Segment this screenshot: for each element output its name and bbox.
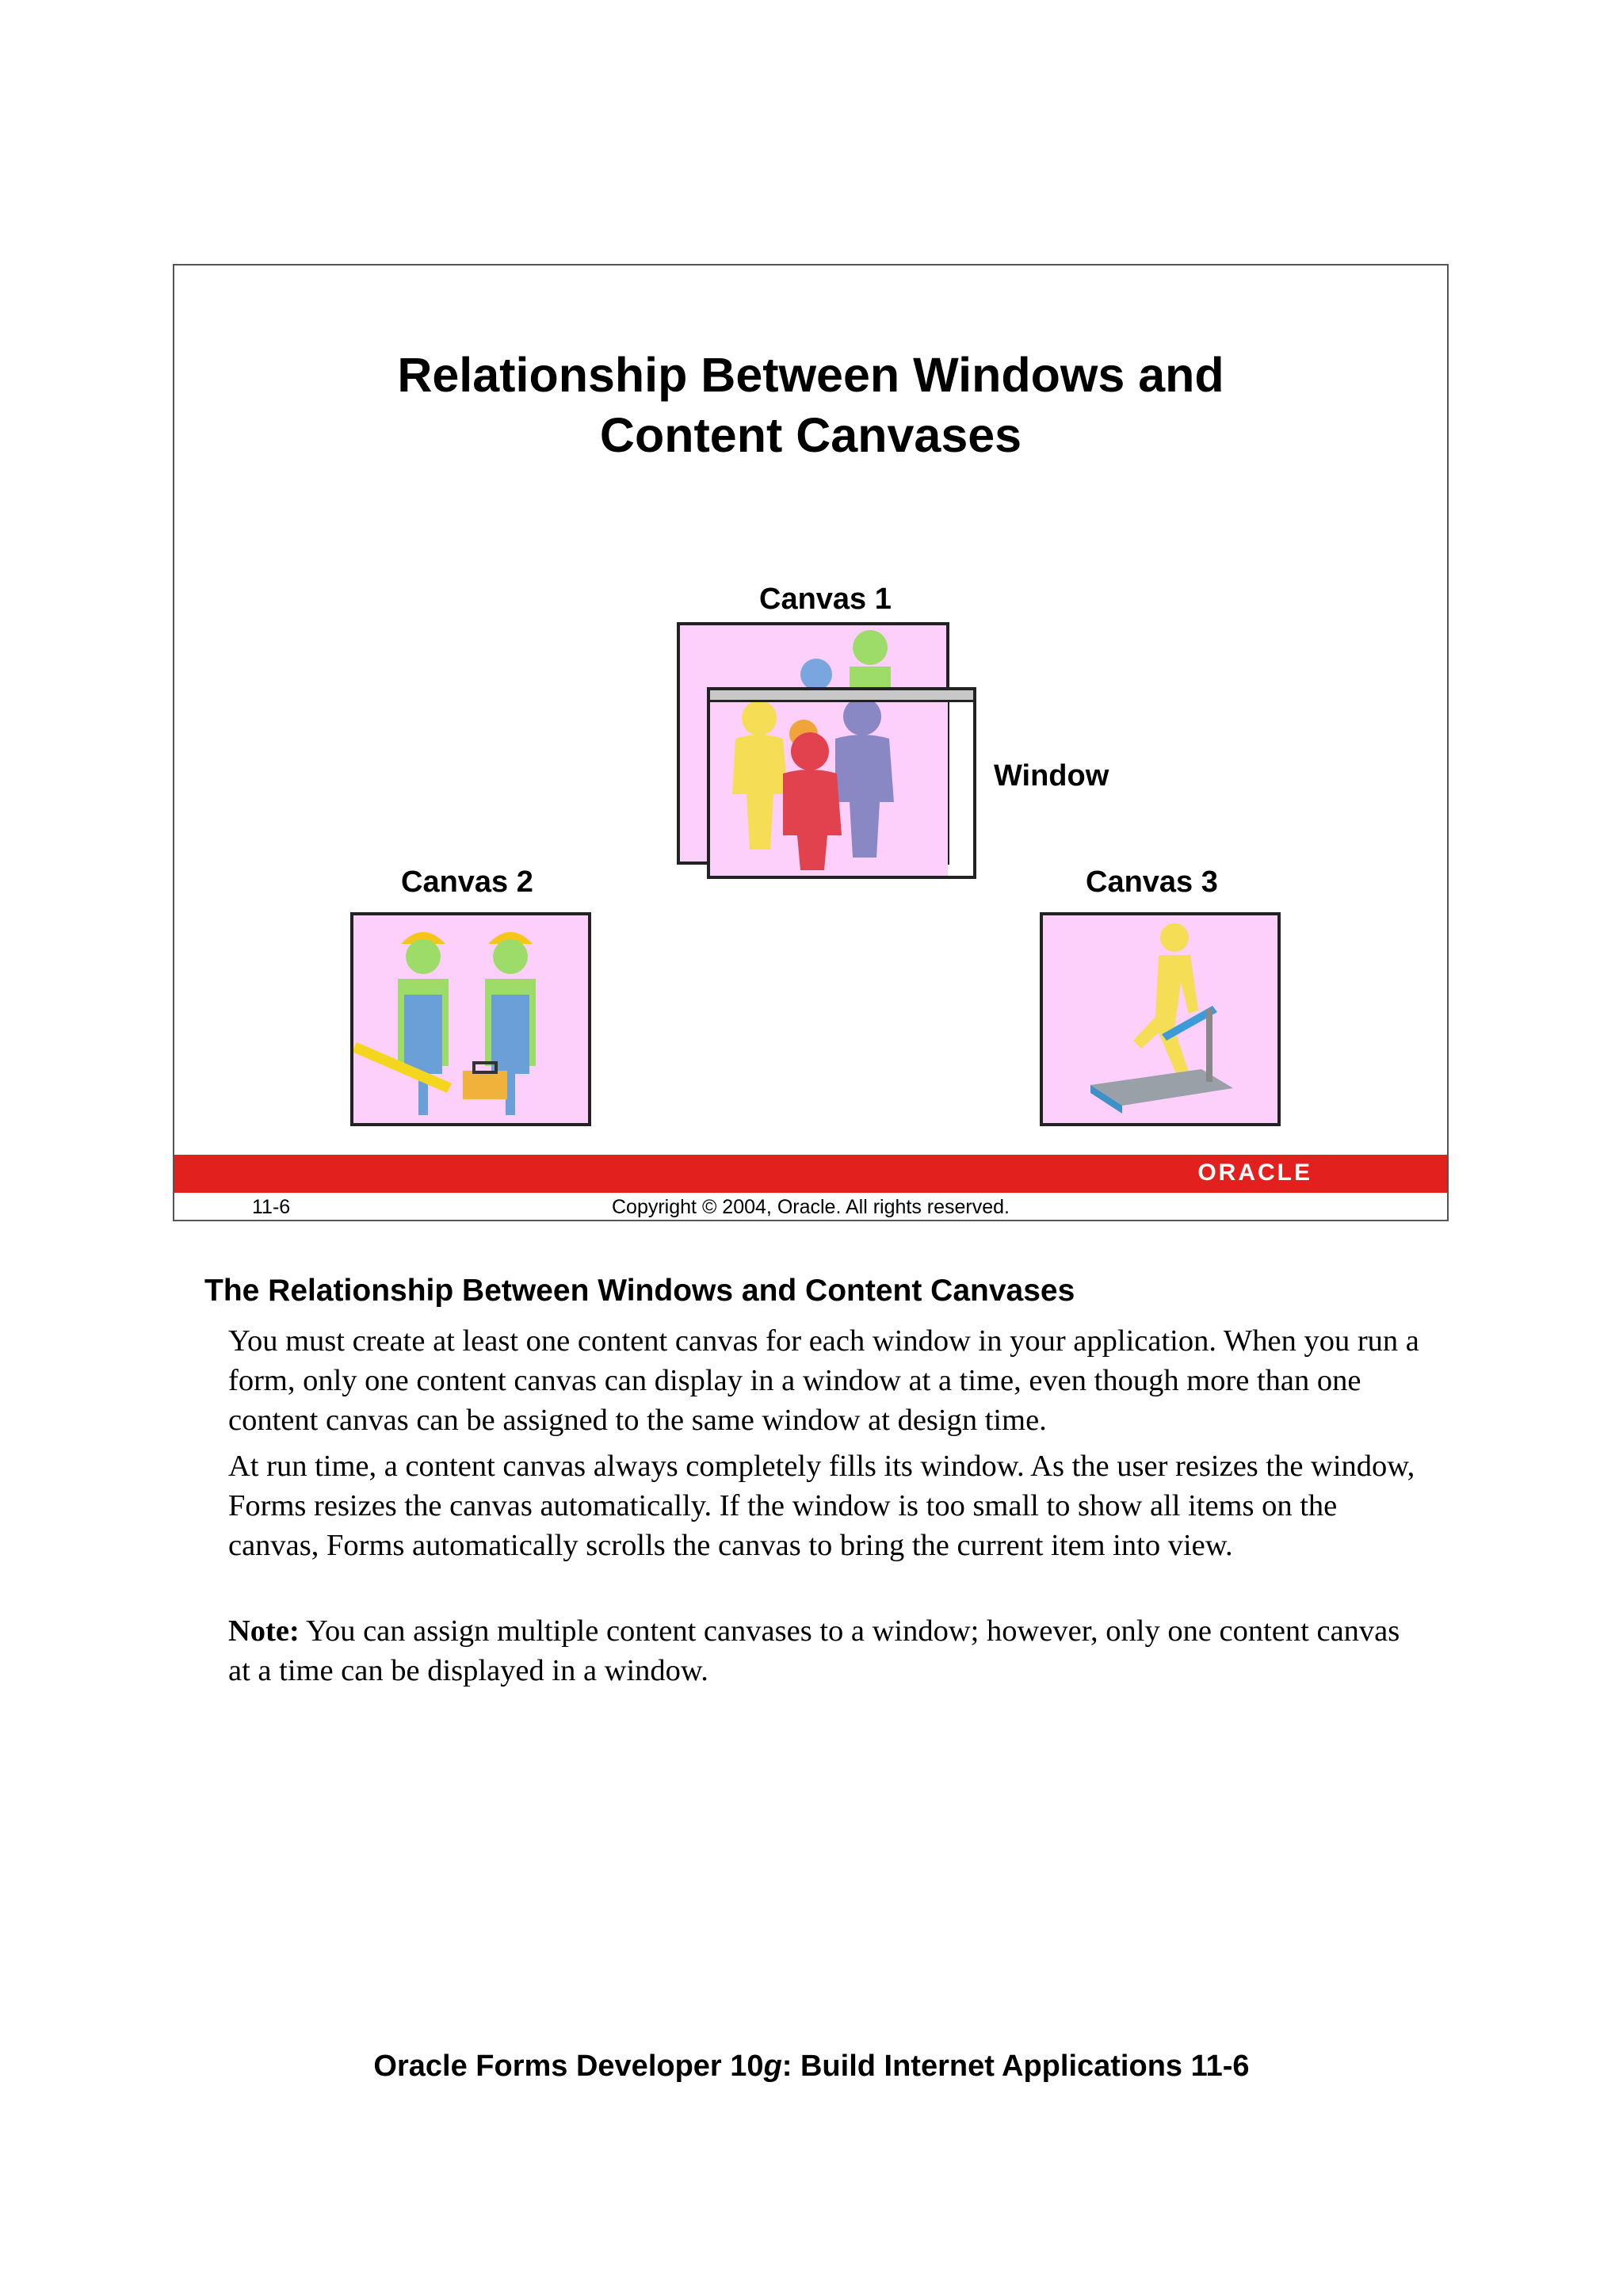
canvas3-box — [1040, 912, 1281, 1126]
footer-italic: g — [763, 2050, 782, 2083]
slide: Relationship Between Windows and Content… — [173, 264, 1449, 1221]
page-footer: Oracle Forms Developer 10g: Build Intern… — [0, 2050, 1623, 2084]
slide-title: Relationship Between Windows and Content… — [174, 345, 1447, 465]
canvas1-label: Canvas 1 — [759, 583, 892, 616]
notes-heading: The Relationship Between Windows and Con… — [204, 1274, 1075, 1308]
oracle-brand-bar: ORACLE — [174, 1155, 1447, 1193]
oracle-logo: ORACLE — [1197, 1159, 1312, 1186]
construction-workers-icon — [352, 932, 536, 1115]
slide-title-line2: Content Canvases — [599, 408, 1022, 462]
copyright: Copyright © 2004, Oracle. All rights res… — [612, 1196, 1010, 1218]
footer-prefix: Oracle Forms Developer 10 — [373, 2050, 764, 2083]
notes-paragraph-note: Note: You can assign multiple content ca… — [228, 1611, 1425, 1690]
note-label: Note: — [228, 1614, 300, 1648]
canvas3-label: Canvas 3 — [1086, 865, 1218, 899]
window-label: Window — [994, 759, 1109, 793]
footer-suffix: : Build Internet Applications 11-6 — [781, 2050, 1250, 2083]
note-text: You can assign multiple content canvases… — [228, 1614, 1400, 1687]
window-frame — [707, 687, 976, 879]
canvas2-box — [350, 912, 591, 1126]
people-team-icon — [710, 702, 948, 876]
canvas2-label: Canvas 2 — [401, 865, 533, 899]
window-titlebar — [710, 690, 973, 702]
slide-number: 11-6 — [252, 1196, 291, 1218]
treadmill-runner-icon — [1090, 923, 1233, 1114]
slide-title-line1: Relationship Between Windows and — [397, 348, 1224, 402]
notes-paragraph-2: At run time, a content canvas always com… — [228, 1450, 1415, 1562]
notes-paragraph-1: You must create at least one content can… — [228, 1324, 1419, 1437]
